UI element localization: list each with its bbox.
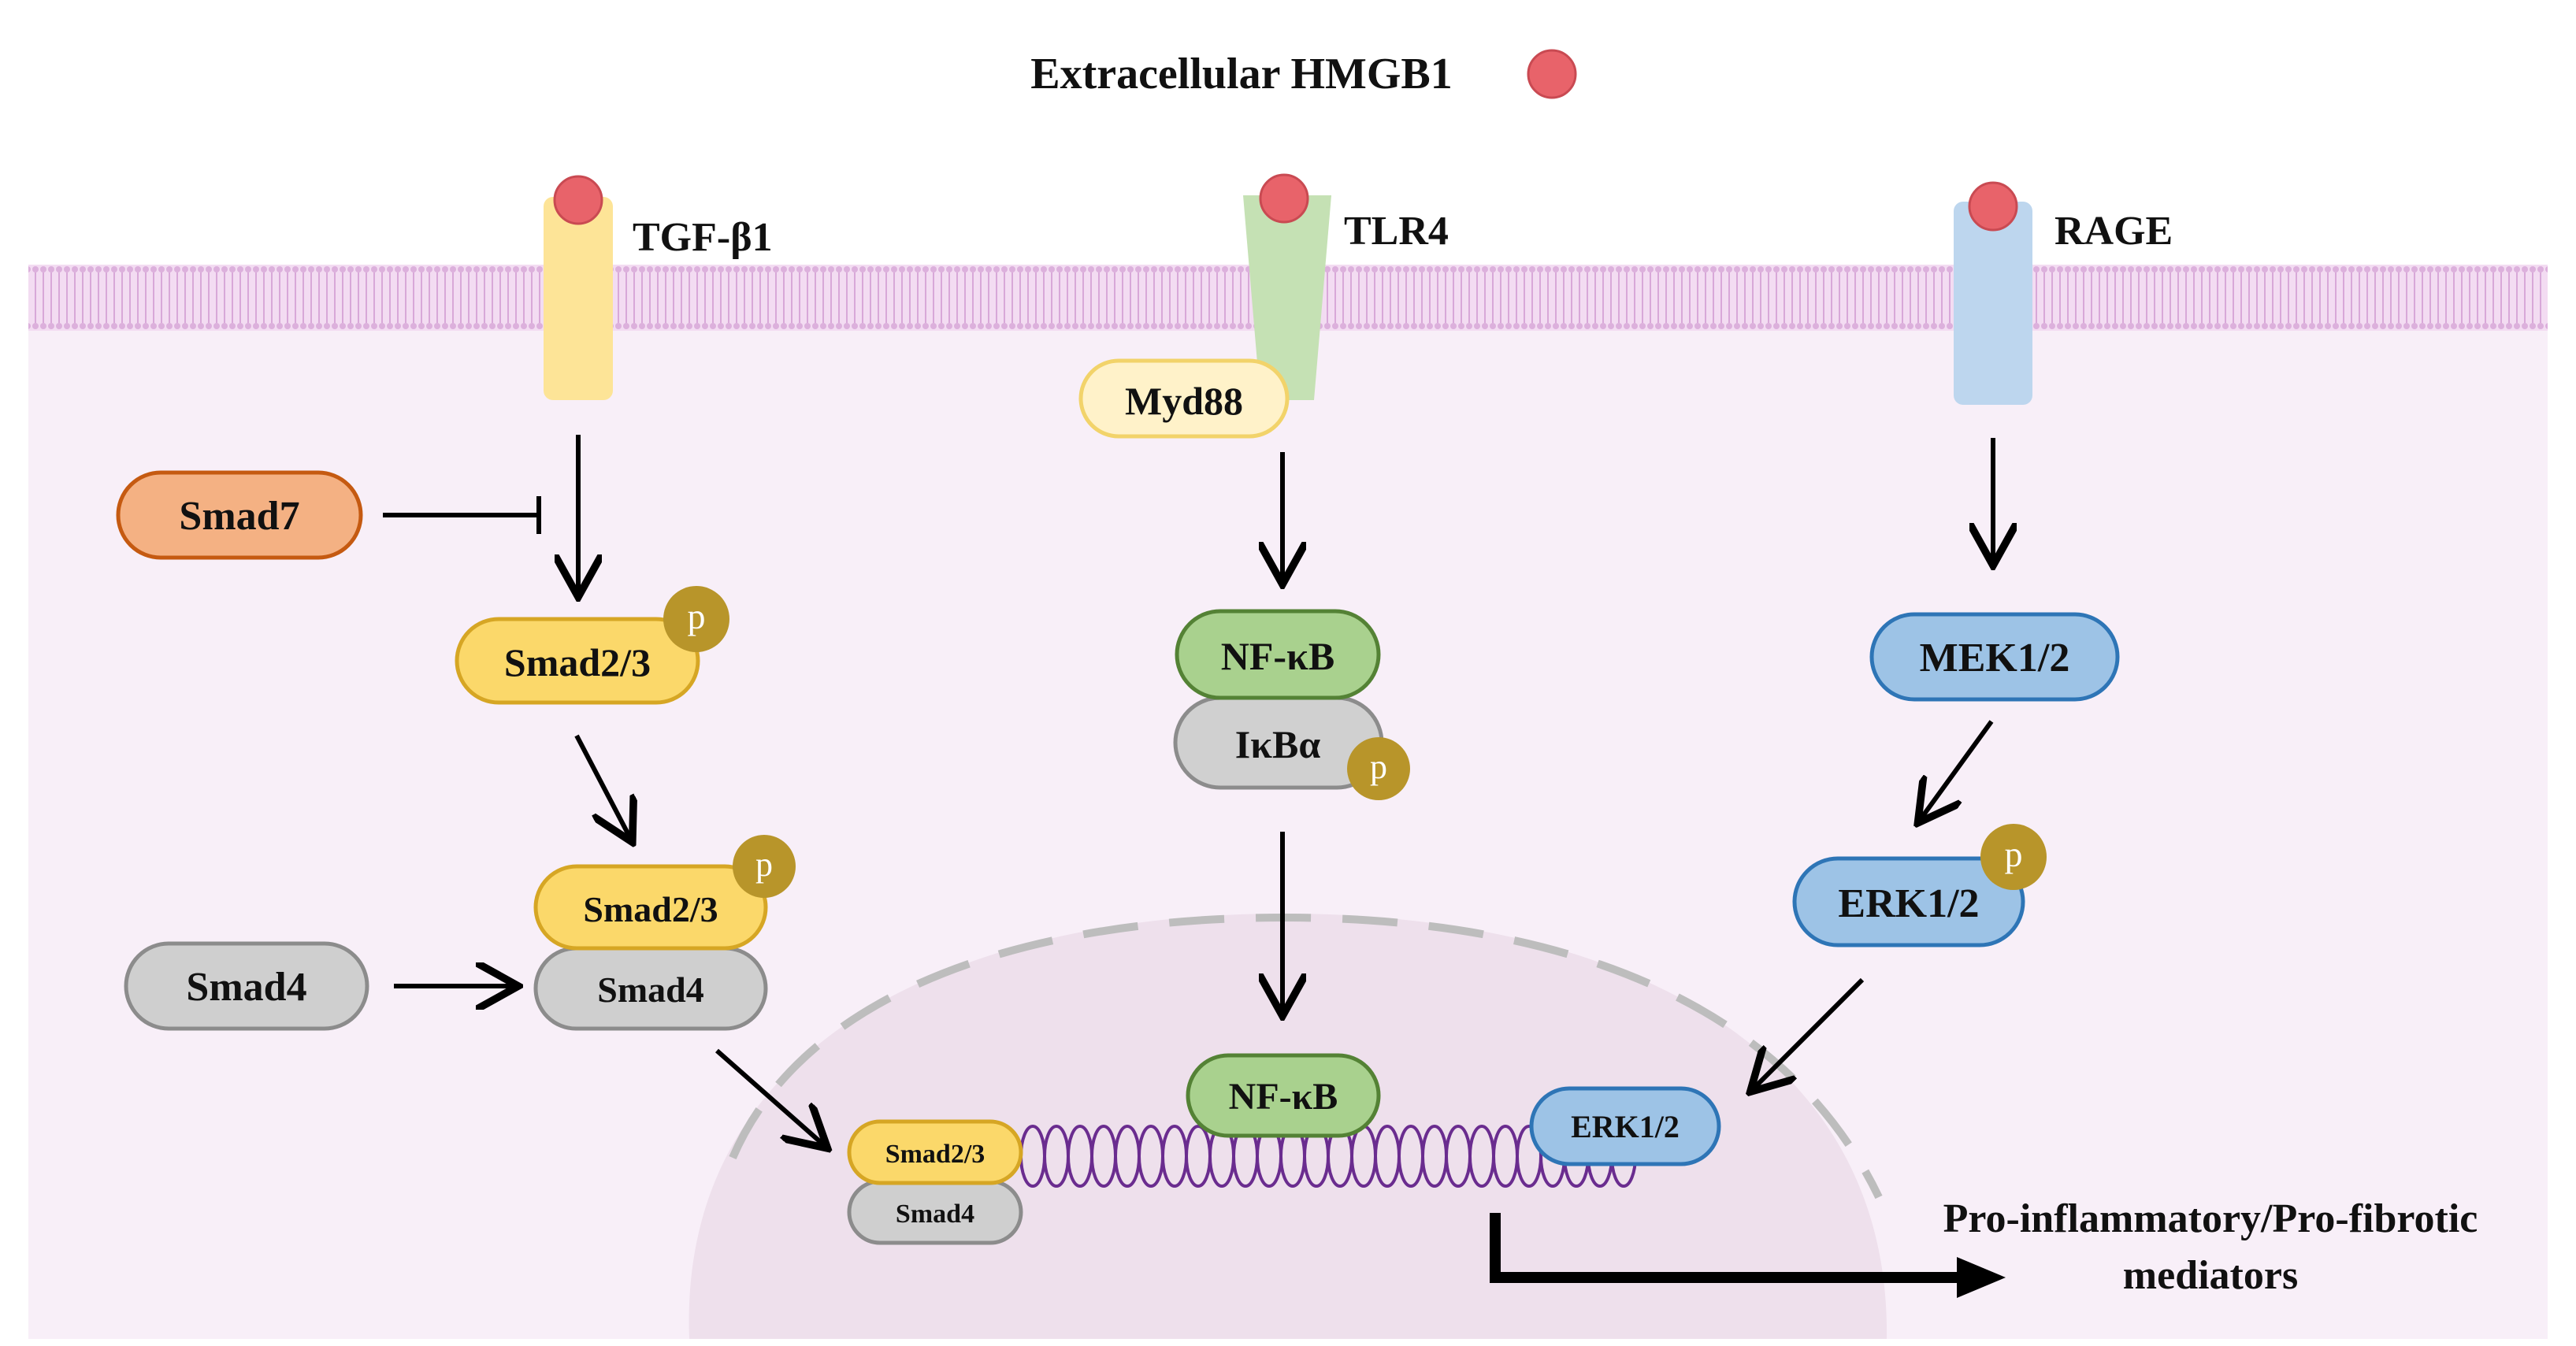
smad23-label: Smad2/3	[504, 640, 651, 684]
output-arrow	[1490, 1213, 1963, 1283]
smad7-node	[116, 470, 363, 560]
nfkb-cyto-label: NF-κB	[1221, 634, 1334, 678]
hmgb1-legend-dot	[1527, 49, 1577, 99]
mek-node	[1869, 612, 2120, 702]
nuc-smad4-label: Smad4	[896, 1200, 974, 1229]
erk-cyto-label: ERK1/2	[1838, 881, 1979, 926]
complex-smad23-node	[533, 864, 768, 951]
phospho-badge-erk	[1980, 824, 2047, 890]
phospho-label-complex: p	[755, 845, 773, 884]
smad23-node	[455, 617, 700, 705]
complex-smad23-label: Smad2/3	[583, 889, 718, 929]
nuc-smad23-node	[847, 1119, 1023, 1185]
output-arrowhead	[1957, 1257, 2006, 1298]
hmgb1-ligand-rage	[1968, 181, 2018, 232]
nuc-nfkb-label: NF-κB	[1229, 1076, 1338, 1118]
ikba-label: IκBα	[1235, 722, 1321, 766]
phospho-label-ikba: p	[1370, 747, 1387, 786]
arrow-complex-to-nucleus	[715, 1048, 824, 1145]
arrow-mek-to-erk	[1921, 720, 1994, 819]
myd88-label: Myd88	[1125, 379, 1243, 423]
tlr4-label: TLR4	[1344, 209, 1449, 254]
rage-label: RAGE	[2054, 209, 2173, 254]
nuc-nfkb-node	[1186, 1053, 1381, 1138]
complex-smad4-label: Smad4	[597, 970, 703, 1010]
phospho-label-smad23: p	[688, 596, 706, 636]
phospho-badge-complex	[733, 835, 796, 898]
myd88-node	[1078, 358, 1290, 439]
nfkb-cyto-node	[1175, 609, 1381, 700]
mek-label: MEK1/2	[1920, 636, 2070, 680]
nuc-erk-node	[1529, 1086, 1721, 1166]
phospho-badge-smad23	[663, 586, 729, 652]
title: Extracellular HMGB1	[1030, 50, 1453, 98]
tgf-receptor	[544, 197, 613, 400]
smad4-node	[124, 941, 369, 1031]
tlr4-receptor	[1243, 195, 1331, 400]
tgf-label: TGF-β1	[633, 215, 773, 260]
output-label-line2: mediators	[2123, 1253, 2298, 1298]
hmgb1-ligand-tlr4	[1259, 173, 1309, 224]
erk-cyto-node	[1792, 856, 2025, 947]
hmgb1-ligand-tgf	[553, 175, 603, 225]
nuc-smad23-label: Smad2/3	[885, 1140, 985, 1169]
nuc-erk-label: ERK1/2	[1571, 1109, 1680, 1144]
smad4-label: Smad4	[186, 965, 306, 1010]
smad7-label: Smad7	[179, 494, 299, 539]
arrow-smad23-to-complex	[574, 734, 630, 838]
arrow-erk-to-nucleus	[1754, 977, 1865, 1088]
phospho-badge-ikba	[1347, 737, 1410, 800]
output-label-line1: Pro-inflammatory/Pro-fibrotic	[1943, 1196, 2478, 1241]
rage-receptor	[1954, 202, 2032, 405]
phospho-label-erk: p	[2005, 834, 2023, 874]
